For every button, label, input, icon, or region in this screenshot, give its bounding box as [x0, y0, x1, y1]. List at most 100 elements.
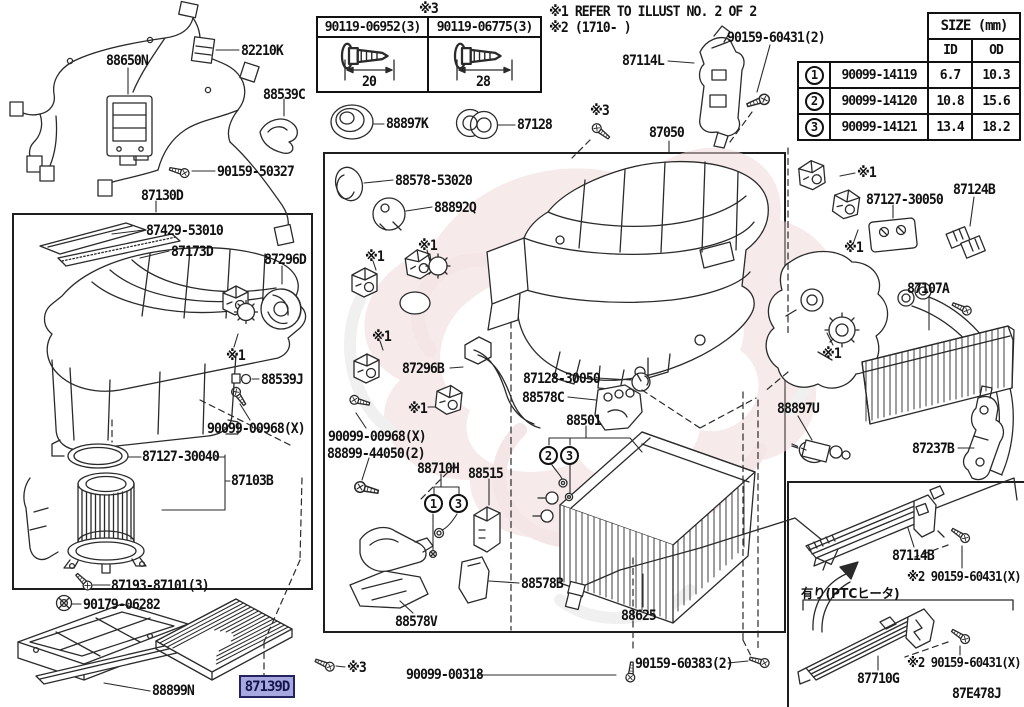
mark-star1-a: ※1 [365, 249, 385, 265]
size-row-2-num: 2 [797, 87, 831, 115]
selected-part-label-87139D[interactable]: 87139D [239, 675, 295, 698]
cowl-strip-art [39, 222, 181, 267]
bracket-87114L-art [698, 25, 745, 149]
amplifier-art [106, 95, 153, 166]
mark-star1-r1: ※1 [857, 165, 877, 181]
mark-star1-b: ※1 [418, 238, 438, 254]
part-label-82210K: 82210K [241, 43, 284, 59]
part-label-87193-87101-3: 87193-87101(3) [111, 578, 210, 594]
size-table-title: SIZE (mm) [927, 12, 1021, 40]
mark-star3-bottom: ※3 [347, 660, 367, 676]
part-label-87124B: 87124B [953, 182, 996, 198]
part-label-87296D: 87296D [264, 252, 307, 268]
heater-87114B-art [805, 485, 945, 567]
part-label-90099-00968X-left: 90099-00968(X) [207, 421, 306, 437]
part-label-87050: 87050 [649, 125, 685, 141]
dimension-arrows [344, 59, 513, 81]
part-label-87128-30050: 87128-30050 [523, 371, 601, 387]
circled-2: 2 [804, 91, 824, 111]
left-assembly-box [12, 213, 313, 590]
part-label-88578B: 88578B [521, 576, 564, 592]
size-row-3-id: 13.4 [927, 113, 973, 141]
part-label-87127-30050: 87127-30050 [866, 192, 944, 208]
circled-3: 3 [804, 117, 824, 137]
part-label-88892Q: 88892Q [434, 200, 477, 216]
part-label-87296B: 87296B [402, 361, 445, 377]
callout-circle-1: 1 [424, 494, 443, 513]
part-label-60431X-2: ※2 90159-60431(X) [907, 656, 1022, 671]
part-label-87237B: 87237B [912, 441, 955, 457]
part-label-88650N: 88650N [106, 53, 149, 69]
part-label-88710H: 88710H [417, 461, 460, 477]
callout-circle-3b: 3 [560, 446, 579, 465]
size-row-2-id: 10.8 [927, 87, 973, 115]
ptc-section-header: 有り(PTCヒータ) [801, 587, 900, 602]
blower-case-art [23, 247, 307, 561]
size-row-1-od: 10.3 [971, 61, 1021, 89]
part-label-87429-53010: 87429-53010 [146, 223, 224, 239]
bolt-dim-28: 28 [476, 74, 491, 90]
part-label-87114L: 87114L [622, 53, 665, 69]
part-label-90159-60383-2: 90159-60383(2) [635, 656, 734, 672]
part-label-60431X-1: ※2 90159-60431(X) [907, 570, 1022, 585]
part-label-88539J: 88539J [261, 372, 304, 388]
part-label-87173D: 87173D [171, 244, 214, 260]
part-label-87128: 87128 [517, 117, 553, 133]
note-date-range: ※2 (1710- ) [549, 20, 632, 36]
part-label-90099-00318: 90099-00318 [406, 667, 484, 683]
size-row-2-part: 90099-14120 [829, 87, 929, 115]
diagram-code: 87E478J [952, 686, 1002, 702]
size-table-od-header: OD [971, 38, 1021, 63]
mark-star1-c: ※1 [372, 329, 392, 345]
small-fastener-glyphs [231, 373, 574, 559]
part-label-88578V: 88578V [395, 614, 438, 630]
heater-core-art [861, 325, 1015, 425]
bolt-table-header-left: 90119-06952(3) [316, 16, 429, 38]
bottom-right-box [787, 481, 1024, 707]
part-label-87114B: 87114B [892, 548, 935, 564]
leader-lines [71, 44, 975, 692]
part-label-90179-06282: 90179-06282 [83, 597, 161, 613]
size-row-1-id: 6.7 [927, 61, 973, 89]
part-label-88897K: 88897K [386, 116, 429, 132]
mark-star1-r3: ※1 [822, 346, 842, 362]
pad-art [349, 372, 651, 609]
evaporator-art [532, 431, 756, 624]
blower-motor-art [63, 443, 147, 574]
dashed-leaders [111, 111, 949, 676]
size-row-3-part: 90099-14121 [829, 113, 929, 141]
right-actuator-art [765, 158, 986, 389]
servo-fan-art [222, 285, 302, 330]
size-row-1-num: 1 [797, 61, 831, 89]
bolt-table-header-right: 90119-06775(3) [427, 16, 542, 38]
part-label-88501: 88501 [566, 413, 602, 429]
bolt-table-body-right [427, 36, 542, 93]
replace-arrow [812, 561, 859, 633]
part-label-90159-60431-2: 90159-60431(2) [727, 30, 826, 46]
mark-star3-mid: ※3 [590, 103, 610, 119]
part-label-90159-50327: 90159-50327 [217, 164, 295, 180]
part-label-87103B: 87103B [231, 473, 274, 489]
ptc-heater-art [797, 608, 935, 685]
support-bracket-art [962, 385, 1005, 481]
actuator-art [351, 247, 541, 429]
cabin-filter-art [155, 598, 293, 681]
callout-circle-3a: 3 [449, 494, 468, 513]
part-label-88515: 88515 [468, 466, 504, 482]
size-row-3-od: 18.2 [971, 113, 1021, 141]
part-label-87130D: 87130D [141, 188, 184, 204]
clip-art [259, 118, 298, 154]
callout-circle-2: 2 [539, 446, 558, 465]
size-row-3-num: 3 [797, 113, 831, 141]
part-label-87127-30040: 87127-30040 [142, 449, 220, 465]
circled-1: 1 [804, 65, 824, 85]
part-label-88899-44050-2: 88899-44050(2) [327, 446, 426, 462]
size-row-1-part: 90099-14119 [829, 61, 929, 89]
heater-unit-art [486, 160, 769, 391]
bolt-table-mark: ※3 [419, 1, 439, 17]
mark-star1-d: ※1 [408, 401, 428, 417]
fastener-art [55, 42, 974, 683]
size-row-2-od: 15.6 [971, 87, 1021, 115]
